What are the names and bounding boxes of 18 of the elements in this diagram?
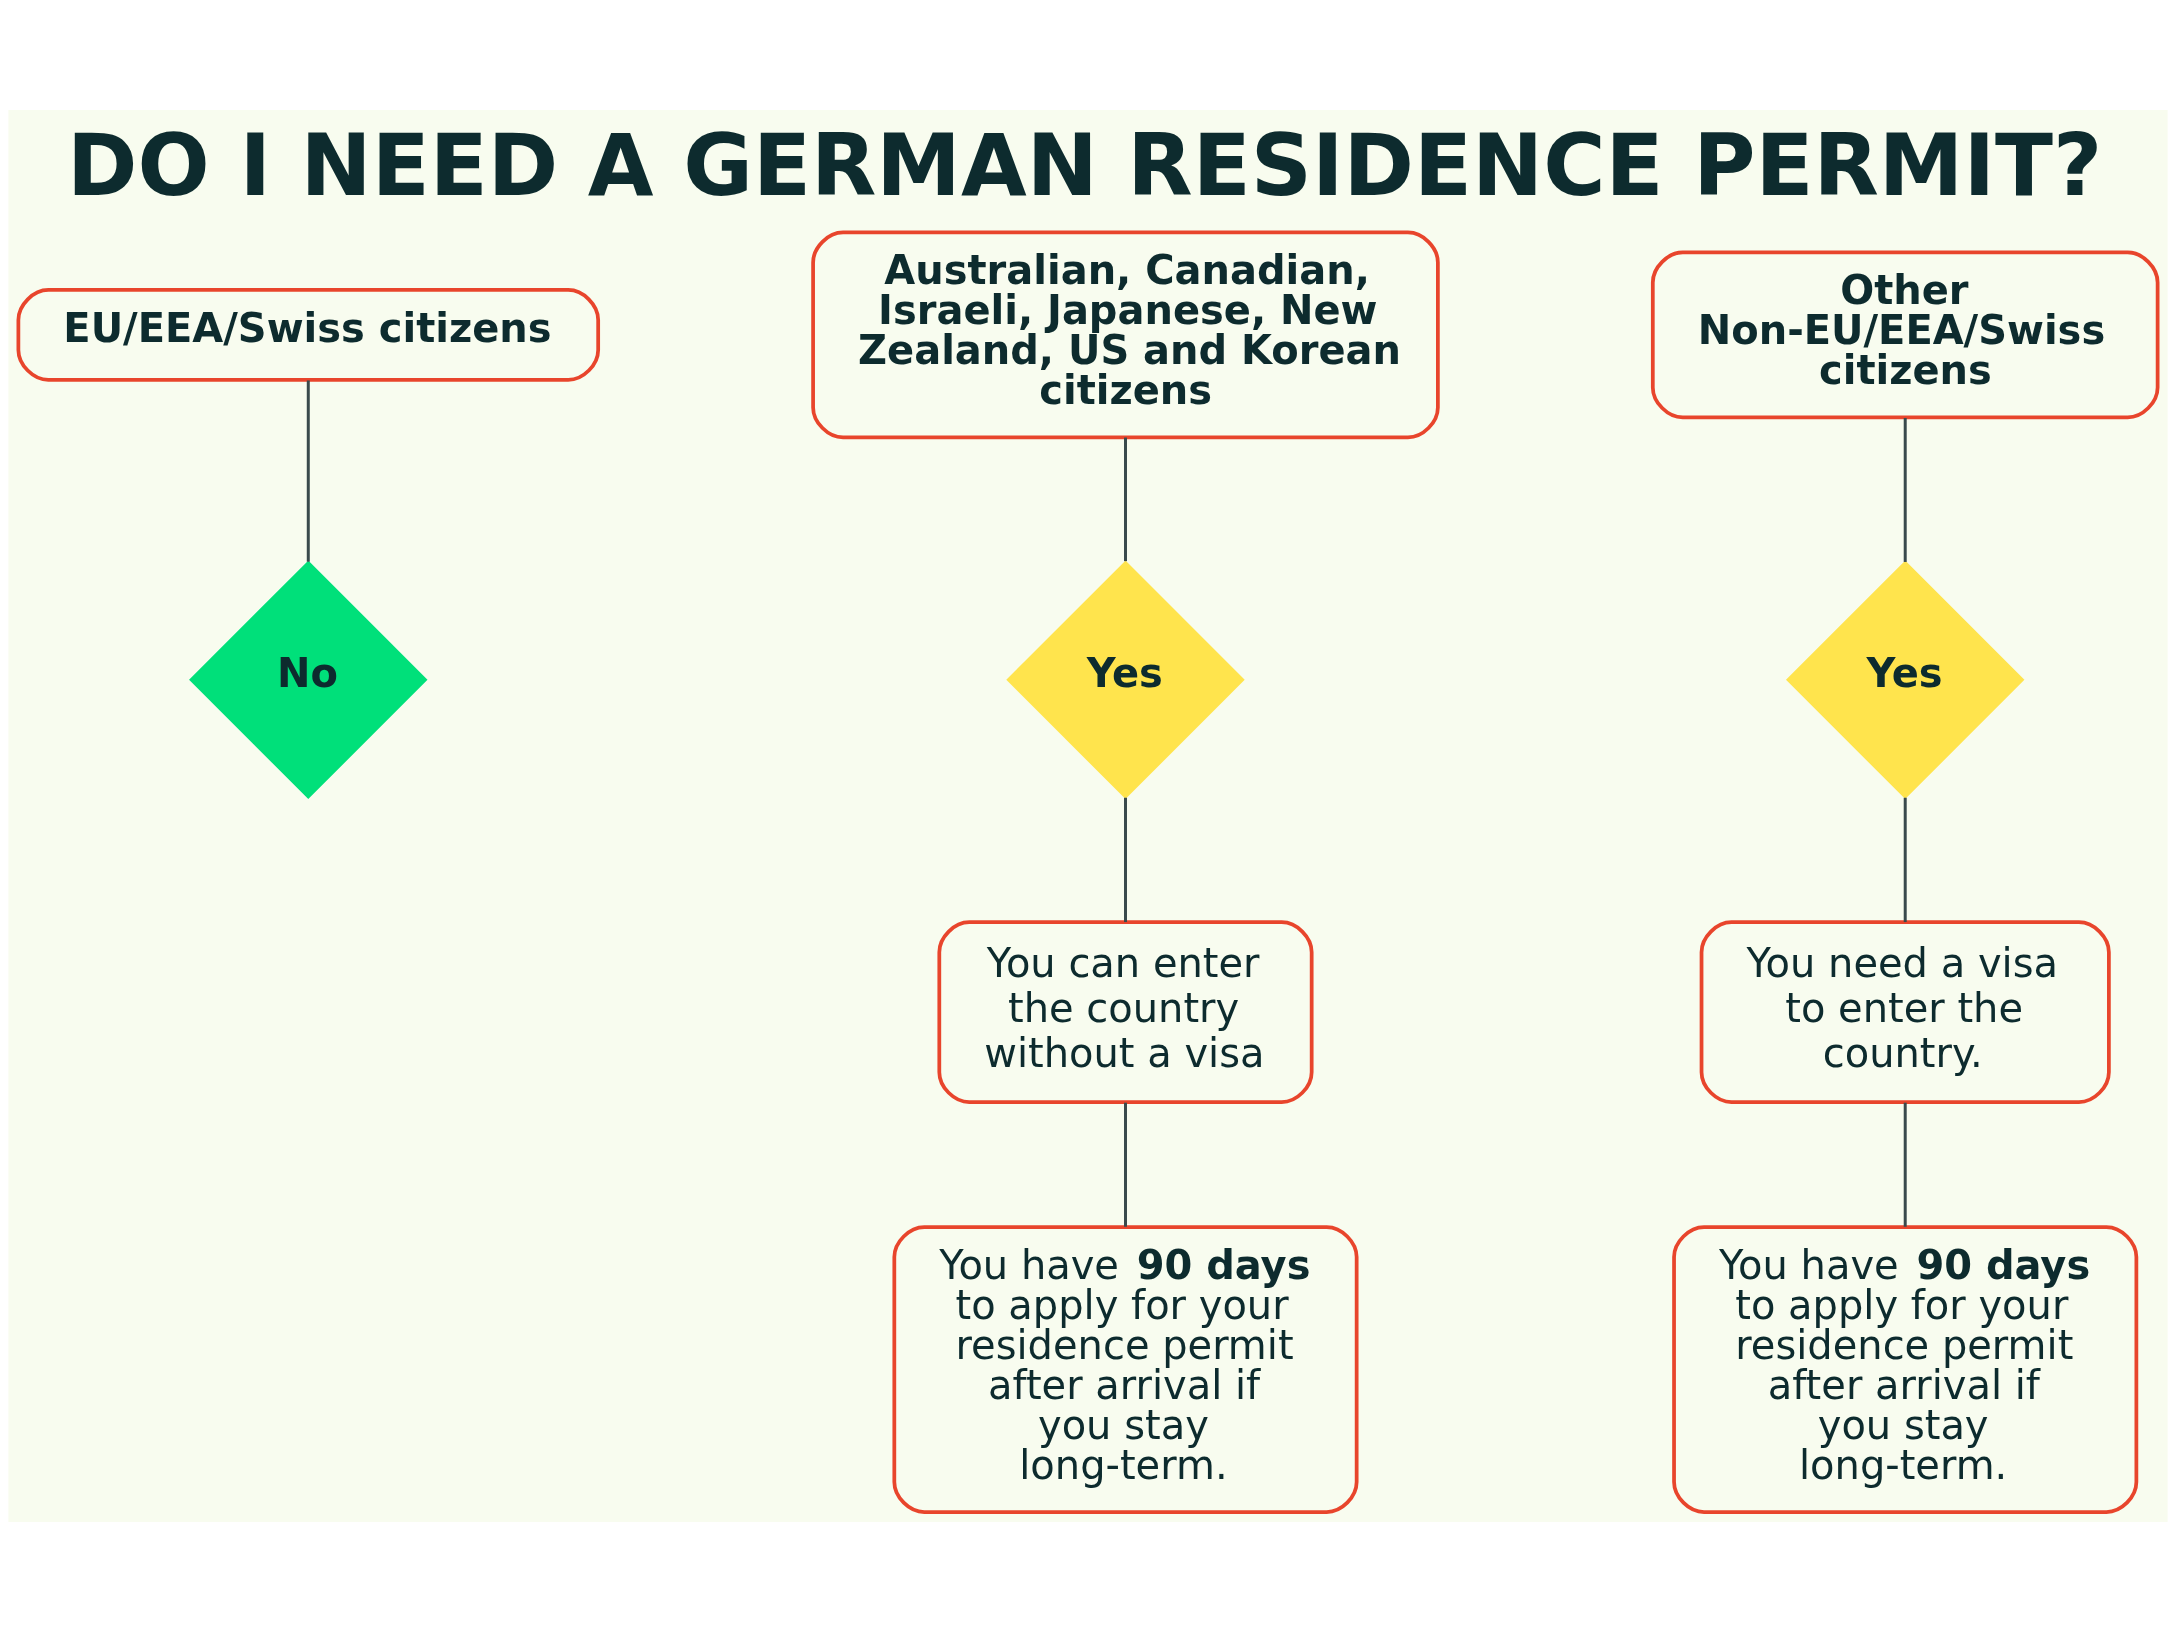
node-box: EU/EEA/Swiss citizens	[16, 288, 601, 382]
node-box: Other Non-EU/EEA/Swiss citizens	[1650, 250, 2160, 420]
node-diamond: Yes	[1006, 560, 1245, 800]
connector	[1124, 797, 1127, 923]
node-diamond: Yes	[1786, 560, 2025, 800]
connector	[306, 380, 310, 562]
node-diamond: No	[189, 560, 428, 800]
connector	[1903, 1102, 1907, 1227]
connector	[1124, 1102, 1127, 1227]
connector	[1903, 417, 1907, 562]
node-box: Australian, Canadian, Israeli, Japanese, New Zealand, US and Korean citizens	[811, 230, 1440, 440]
connector	[1903, 797, 1907, 923]
node-box: You have 90 days to apply for your residence permit after arrival if you stay long-term.	[1672, 1225, 2139, 1514]
node-box: You can enter the country without a visa	[937, 920, 1314, 1105]
connector	[1124, 437, 1127, 562]
node-box: You have 90 days to apply for your residence permit after arrival if you stay long-term.	[892, 1225, 1359, 1514]
node-box: You need a visa to enter the country.	[1699, 920, 2111, 1105]
diagram-title: DO I NEED A GERMAN RESIDENCE PERMIT?	[67, 116, 2103, 216]
